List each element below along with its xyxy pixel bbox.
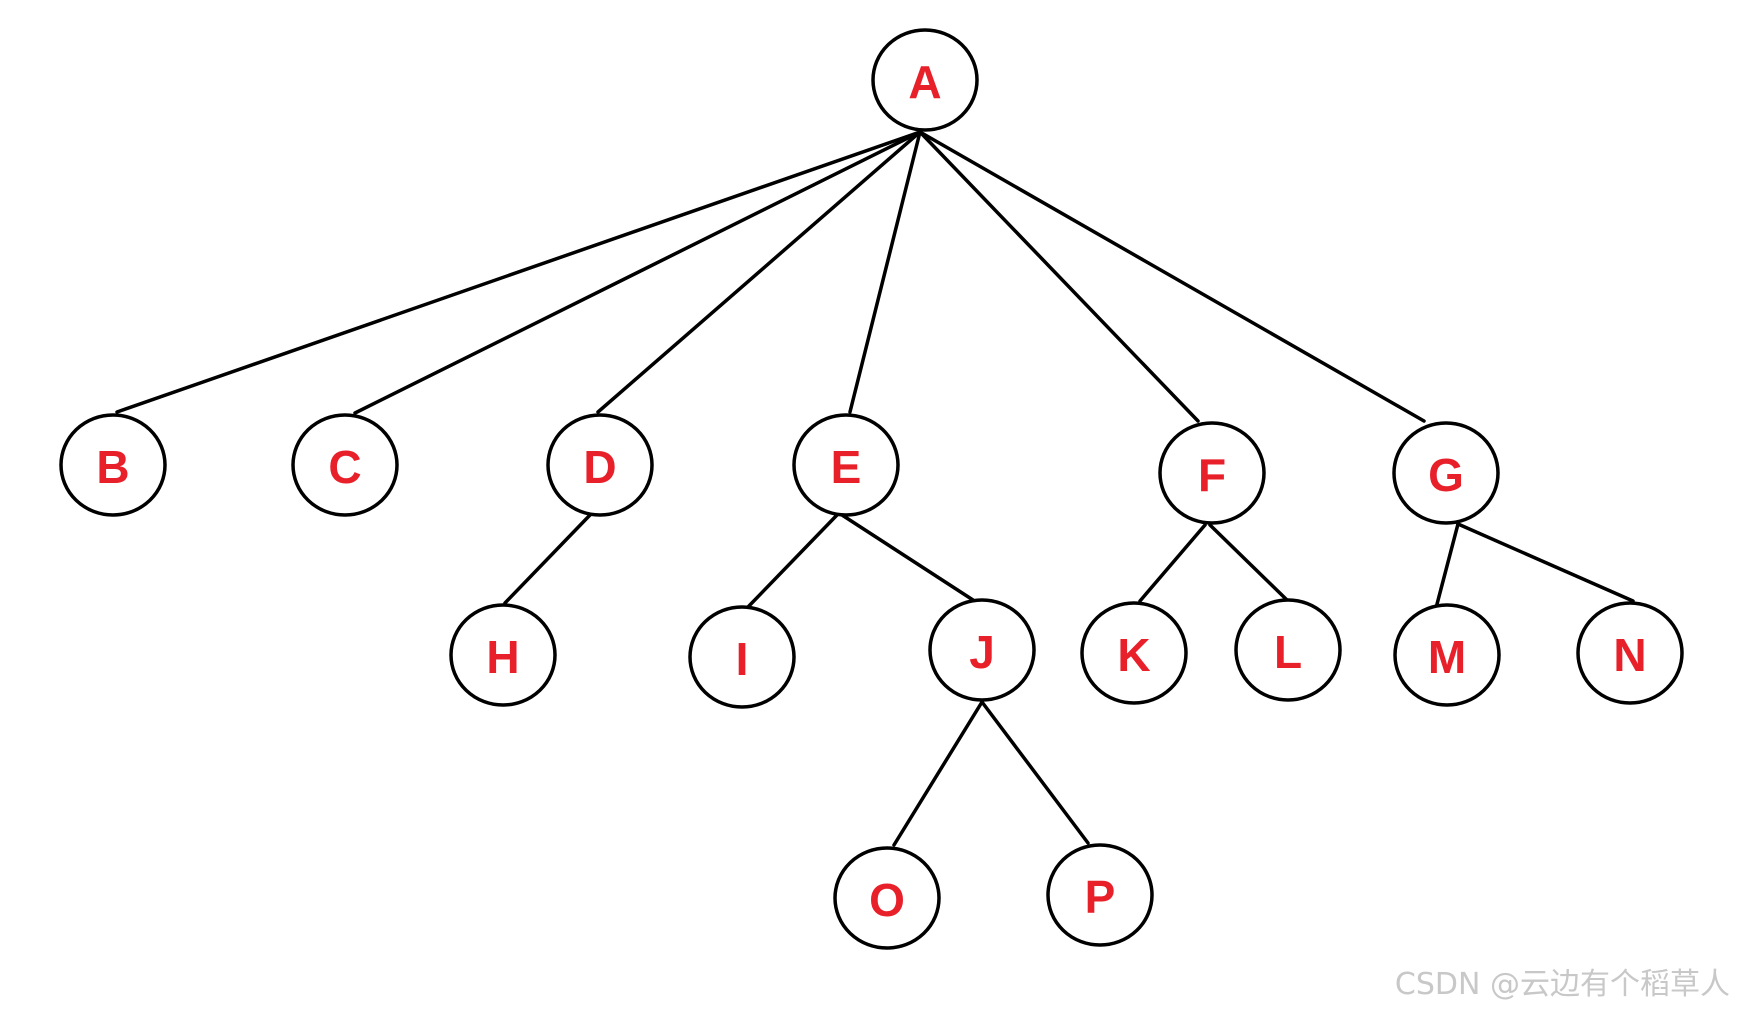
node-label: J [969,626,995,678]
edge-a-f [918,130,1200,423]
node-label: E [831,441,862,493]
node-i: I [688,605,796,709]
node-circle [449,603,557,707]
node-g: G [1392,421,1500,525]
node-label: G [1428,449,1464,501]
node-circle [1046,843,1154,947]
edge-a-e [848,130,922,414]
edge-g-m [1434,522,1460,610]
node-circle [546,413,654,517]
node-label: I [736,633,749,685]
node-e: E [792,413,900,517]
node-d: D [546,413,654,517]
node-c: C [291,413,399,517]
node-a: A [871,28,979,132]
edge-e-i [746,513,839,609]
edge-j-p [980,700,1090,845]
node-circle [1392,421,1500,525]
edge-d-h [503,513,592,605]
node-circle [1576,601,1684,705]
node-h: H [449,603,557,707]
node-label: L [1274,626,1302,678]
node-f: F [1158,421,1266,525]
node-circle [291,413,399,517]
edge-a-b [115,130,922,414]
edge-f-l [1208,523,1289,602]
node-p: P [1046,843,1154,947]
node-circle [1080,601,1188,705]
node-l: L [1234,598,1342,702]
node-circle [871,28,979,132]
node-circle [1393,603,1501,707]
node-circle [833,846,941,950]
edge-a-c [353,130,922,415]
node-j: J [928,598,1036,702]
node-label: N [1613,629,1646,681]
edge-e-j [840,513,975,602]
watermark-text: CSDN @云边有个稻草人 [1394,967,1730,1002]
node-label: H [486,631,519,683]
node-label: C [328,441,361,493]
node-n: N [1576,601,1684,705]
edge-g-n [1456,522,1635,603]
node-label: D [583,441,616,493]
node-circle [1234,598,1342,702]
node-label: P [1085,871,1116,923]
node-b: B [59,413,167,517]
node-label: K [1117,629,1150,681]
edge-j-o [892,700,984,847]
node-label: A [908,56,941,108]
node-o: O [833,846,941,950]
node-circle [928,598,1036,702]
node-label: M [1428,631,1466,683]
node-label: F [1198,449,1226,501]
edge-a-d [596,130,922,414]
node-k: K [1080,601,1188,705]
edges-layer [115,130,1635,847]
nodes-layer: A B C D E F G H I J K L M N O P [59,28,1684,950]
node-m: M [1393,603,1501,707]
node-circle [1158,421,1266,525]
node-label: B [96,441,129,493]
node-label: O [869,874,905,926]
node-circle [688,605,796,709]
node-circle [792,413,900,517]
edge-f-k [1138,523,1207,603]
node-circle [59,413,167,517]
edge-a-g [918,130,1426,423]
